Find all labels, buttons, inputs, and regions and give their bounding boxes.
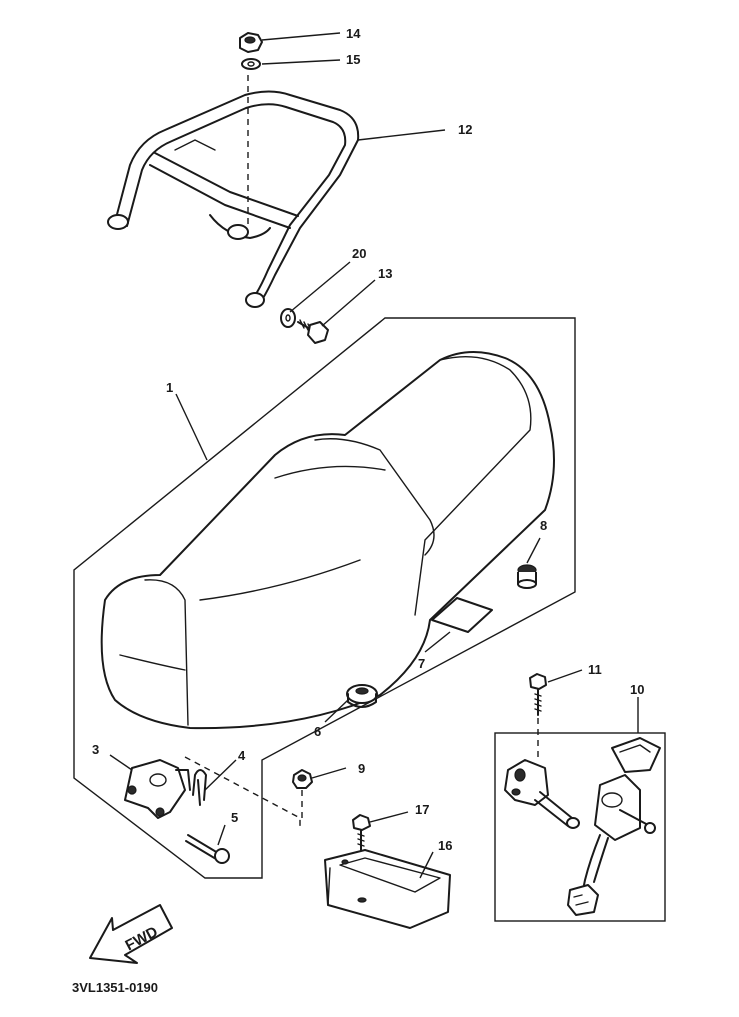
callout-8: 8 bbox=[540, 518, 547, 533]
nut-9 bbox=[292, 769, 313, 789]
forward-arrow: FWD bbox=[89, 904, 173, 964]
tray-16 bbox=[324, 849, 451, 929]
diagram-code: 3VL1351-0190 bbox=[72, 980, 158, 995]
callout-15: 15 bbox=[346, 52, 360, 67]
damper-8 bbox=[517, 564, 537, 589]
callout-20: 20 bbox=[352, 246, 366, 261]
seat bbox=[100, 350, 555, 730]
callout-9: 9 bbox=[358, 761, 365, 776]
washer-15 bbox=[241, 58, 261, 70]
hinge-axis-line bbox=[184, 756, 301, 830]
nut-14 bbox=[239, 32, 263, 53]
pad-7 bbox=[431, 597, 493, 633]
hinge-bracket-3 bbox=[124, 759, 191, 819]
clip-4 bbox=[192, 769, 207, 806]
screw-11 bbox=[529, 673, 547, 716]
callout-6: 6 bbox=[314, 724, 321, 739]
pin-5 bbox=[185, 834, 230, 864]
callout-3: 3 bbox=[92, 742, 99, 757]
callout-14: 14 bbox=[346, 26, 361, 41]
callout-11: 11 bbox=[588, 662, 602, 677]
callout-5: 5 bbox=[231, 810, 238, 825]
callout-10: 10 bbox=[630, 682, 644, 697]
callout-1: 1 bbox=[166, 380, 173, 395]
seat-group-boundary bbox=[73, 317, 576, 879]
callout-17: 17 bbox=[415, 802, 429, 817]
callout-4: 4 bbox=[238, 748, 246, 763]
washer-20 bbox=[280, 308, 296, 328]
callout-12: 12 bbox=[458, 122, 472, 137]
screw-17 bbox=[352, 814, 371, 851]
callout-13: 13 bbox=[378, 266, 392, 281]
callout-16: 16 bbox=[438, 838, 452, 853]
callout-7: 7 bbox=[418, 656, 425, 671]
main-switch-box bbox=[494, 732, 666, 922]
grab-bar bbox=[107, 90, 360, 308]
main-switch bbox=[504, 737, 661, 916]
damper-6 bbox=[346, 684, 378, 708]
leader-lines bbox=[109, 32, 639, 879]
bolt-13 bbox=[297, 319, 329, 344]
callouts: 14 15 12 20 13 1 8 7 6 3 4 5 9 11 10 17 … bbox=[92, 26, 644, 853]
